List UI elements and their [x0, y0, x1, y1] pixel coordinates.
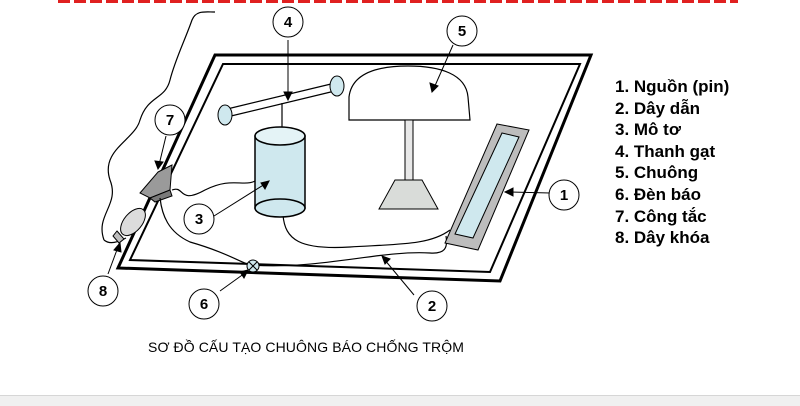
callout-1-label: 1 — [560, 187, 568, 204]
top-decoration — [58, 0, 738, 3]
callout-6: 6 — [188, 288, 220, 320]
legend-item-bell: 5. Chuông — [615, 163, 699, 183]
callout-5-label: 5 — [458, 23, 466, 40]
motor — [254, 103, 306, 218]
legend-item-switch: 7. Công tắc — [615, 206, 707, 226]
callout-2: 2 — [416, 290, 448, 322]
wire-bottom — [249, 235, 448, 267]
switch — [139, 164, 173, 203]
callout-8-label: 8 — [99, 283, 107, 300]
callout-5: 5 — [446, 15, 478, 47]
wire-motor — [282, 214, 451, 249]
indicator-lamp — [246, 259, 260, 273]
wiper-bar — [217, 75, 345, 126]
callout-7-label: 7 — [166, 112, 174, 129]
legend-item-power: 1. Nguồn (pin) — [615, 77, 730, 96]
legend-item-wiper: 4. Thanh gạt — [615, 141, 716, 161]
legend-item-lamp: 6. Đèn báo — [615, 184, 701, 204]
callout-4-label: 4 — [284, 14, 293, 31]
callout-1: 1 — [548, 179, 580, 211]
legend-item-key-cord: 8. Dây khóa — [615, 228, 710, 248]
leader-lines — [107, 40, 551, 296]
legend-item-wire: 2. Dây dẫn — [615, 98, 701, 118]
battery — [444, 123, 530, 251]
bell — [348, 65, 471, 210]
callout-8: 8 — [87, 275, 119, 307]
legend: 1. Nguồn (pin) 2. Dây dẫn 3. Mô tơ 4. Th… — [615, 76, 729, 249]
callout-2-label: 2 — [428, 298, 436, 315]
footer-bar — [0, 395, 800, 406]
wire-main — [171, 177, 261, 197]
key-cord — [101, 11, 216, 241]
callout-4: 4 — [272, 6, 304, 38]
legend-item-motor: 3. Mô tơ — [615, 120, 681, 140]
diagram-caption: SƠ ĐỒ CẤU TẠO CHUÔNG BÁO CHỐNG TRỘM — [148, 339, 465, 355]
callout-6-label: 6 — [200, 296, 208, 313]
wire-left-down — [159, 197, 251, 266]
lock-plug — [112, 207, 146, 244]
callout-3: 3 — [183, 203, 215, 235]
callout-7: 7 — [154, 104, 186, 136]
callout-3-label: 3 — [195, 211, 203, 228]
